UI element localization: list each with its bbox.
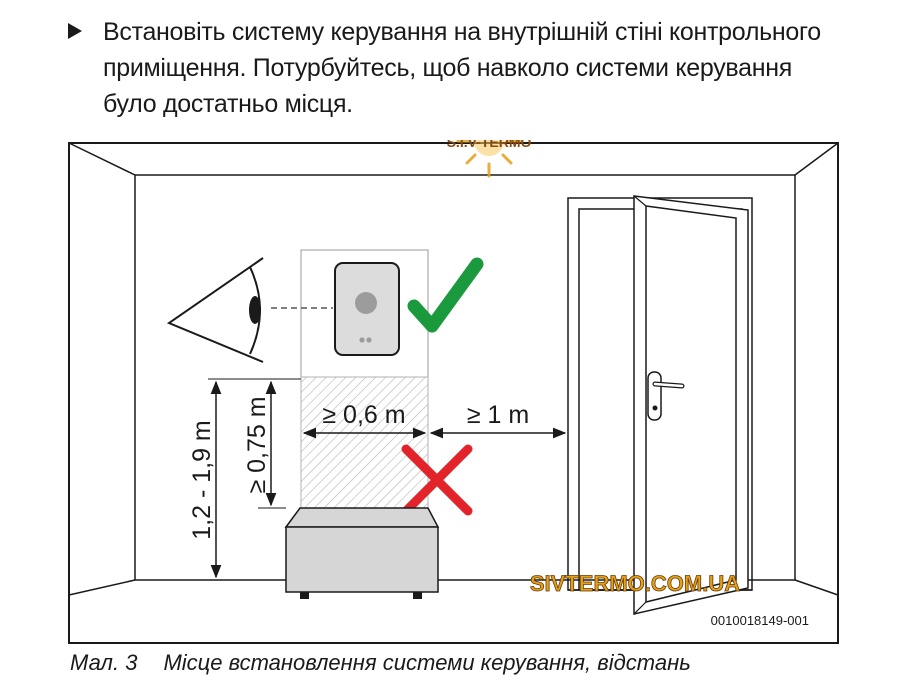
room-diagram: 1,2 - 1,9 m ≥ 0,75 m ≥ 0,6 m ≥ 1 m [68,104,839,644]
instruction-text: Встановіть систему керування на внутрішн… [103,18,821,118]
check-mark-icon [407,257,484,333]
dim-min-height-label: ≥ 0,75 m [243,396,271,493]
dim-height-range-label: 1,2 - 1,9 m [188,420,216,540]
room-frame [68,142,839,644]
control-device-icon [334,262,400,356]
caption-text: Місце встановлення системи керування, ві… [163,650,691,675]
floor-edge-right [794,579,839,596]
instruction-item: Встановіть систему керування на внутрішн… [68,14,868,122]
ceiling-edge-left [68,142,136,176]
watermark-top-text: S.I.V-TERMO [447,140,532,150]
floor-edge-left [68,579,136,596]
eye-icon [166,257,264,363]
dim-door-label: ≥ 1 m [467,401,529,429]
dim-width-label: ≥ 0,6 m [322,401,405,429]
installation-figure: 1,2 - 1,9 m ≥ 0,75 m ≥ 0,6 m ≥ 1 m [68,104,841,649]
watermark-bottom-text: SIVTERMO.COM.UA [530,571,740,596]
figure-caption: Мал. 3 Місце встановлення системи керуван… [70,650,691,676]
door-handle-icon [647,371,685,421]
hatched-no-zone [300,376,429,509]
door-leaf [633,195,749,615]
cross-mark-icon [401,444,473,516]
back-wall [134,174,796,581]
bullet-triangle-icon [68,23,82,39]
furniture-cabinet [284,507,440,599]
caption-label: Мал. 3 [70,650,138,675]
image-code: 0010018149-001 [711,613,809,628]
ceiling-edge-right [794,142,839,176]
